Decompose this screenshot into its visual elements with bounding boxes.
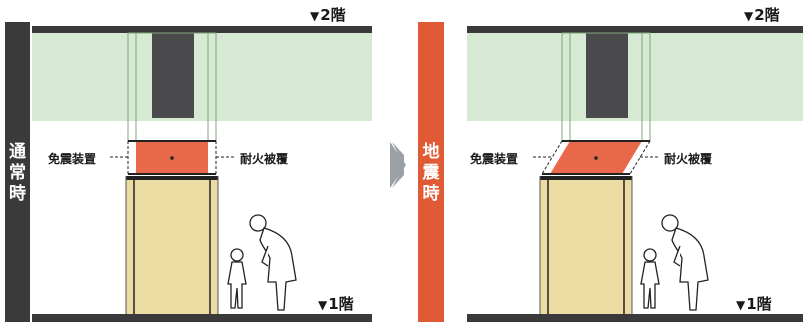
transition-arrow <box>392 142 404 188</box>
quake-upper-floor-line <box>467 26 803 33</box>
quake-fireproof-right <box>629 140 651 175</box>
floor-marker-icon: ▼ <box>736 298 746 312</box>
normal-column <box>126 176 218 314</box>
quake-adult-figure <box>661 214 709 311</box>
normal-upper-floor <box>32 26 372 121</box>
normal-state-char-3: 時 <box>9 183 26 204</box>
quake-state-char-2: 震 <box>422 162 440 183</box>
normal-floor-upper-label: ▼2階 <box>310 6 346 24</box>
normal-floor-lower-label: ▼1階 <box>318 295 354 313</box>
quake-fireproof-left <box>541 140 563 175</box>
panel-normal <box>5 22 372 322</box>
normal-adult-figure <box>249 214 297 311</box>
panel-quake <box>418 22 803 322</box>
normal-state-label: 通 常 時 <box>5 128 30 218</box>
normal-state-char-1: 通 <box>9 141 26 162</box>
quake-isolator-label: 免震装置 <box>470 152 519 166</box>
normal-child-figure <box>227 248 247 309</box>
normal-isolator-label: 免震装置 <box>48 152 97 166</box>
quake-state-bar <box>418 22 444 322</box>
normal-ground-line <box>32 314 372 322</box>
normal-beam <box>152 33 194 118</box>
quake-floor-lower-label: ▼1階 <box>736 295 772 313</box>
normal-upper-floor-line <box>32 26 372 33</box>
floor-marker-icon: ▼ <box>744 9 754 23</box>
quake-upper-floor <box>467 26 803 121</box>
quake-state-char-1: 地 <box>422 141 440 162</box>
quake-state-label: 地 震 時 <box>418 128 444 218</box>
quake-beam <box>586 33 628 118</box>
quake-column <box>540 176 632 314</box>
quake-fireproof-label: 耐火被覆 <box>664 152 713 166</box>
normal-state-bar <box>5 22 30 322</box>
floor-marker-icon: ▼ <box>318 298 328 312</box>
quake-state-char-3: 時 <box>422 183 440 204</box>
normal-fireproof-label: 耐火被覆 <box>240 152 289 166</box>
floor-marker-icon: ▼ <box>310 9 320 23</box>
quake-floor-upper-label: ▼2階 <box>744 6 780 24</box>
quake-ground-line <box>467 314 803 322</box>
quake-child-figure <box>640 248 660 309</box>
normal-state-char-2: 常 <box>9 162 26 183</box>
